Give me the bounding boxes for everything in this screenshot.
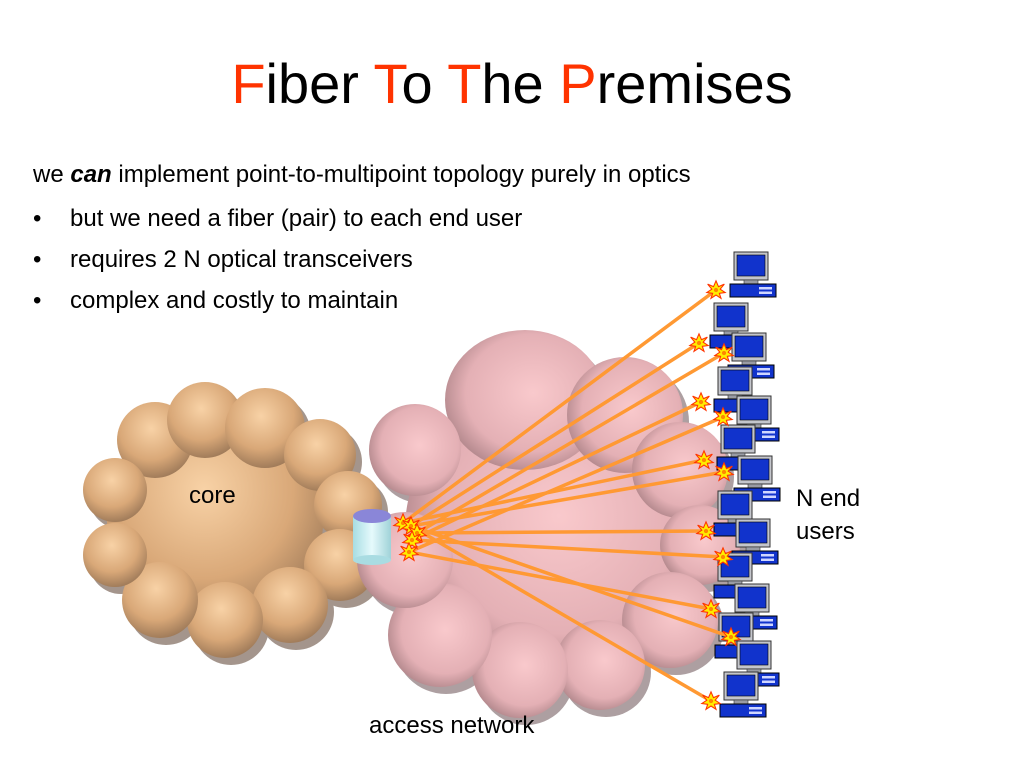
optical-transceiver-starburst-icon (701, 691, 721, 710)
bullet-list: •but we need a fiber (pair) to each end … (33, 204, 522, 327)
fiber-line (407, 415, 725, 554)
bullet-dot: • (33, 287, 42, 314)
title-word-to: To (373, 52, 448, 115)
intro-text: we can implement point-to-multipoint top… (33, 161, 691, 188)
users-label-line2: users (796, 518, 855, 545)
fiber-line (415, 529, 708, 535)
bullet-dot: • (33, 246, 42, 273)
cylinder-node-icon (353, 509, 391, 565)
fiber-line (401, 521, 733, 639)
core-label: core (189, 482, 236, 509)
fiber-line (415, 351, 726, 535)
core-cloud-icon (83, 382, 388, 665)
access-network-label: access network (369, 712, 535, 739)
title-word-the: The (447, 52, 560, 115)
bullet-dot: • (33, 205, 42, 232)
title-word-fiber: Fiber (231, 52, 374, 115)
bullet-item: •but we need a fiber (pair) to each end … (33, 205, 523, 232)
computer-icon (729, 251, 777, 298)
fiber-lines (401, 288, 733, 703)
bullet-item: •requires 2 N optical transceivers (33, 246, 413, 273)
fiber-line (401, 458, 706, 525)
fiber-line (401, 288, 718, 525)
optical-transceiver-starburst-icon (691, 392, 711, 411)
fiber-line (409, 524, 713, 703)
fiber-line (407, 550, 713, 611)
title-word-premises: Premises (559, 52, 793, 115)
intro-emphasis: can (70, 161, 112, 188)
users-label-line1: N end (796, 485, 861, 512)
slide-title: Fiber To The Premises (0, 48, 1024, 120)
fiber-line (409, 341, 701, 528)
bullet-item: •complex and costly to maintain (33, 287, 399, 314)
fiber-line (409, 470, 726, 528)
